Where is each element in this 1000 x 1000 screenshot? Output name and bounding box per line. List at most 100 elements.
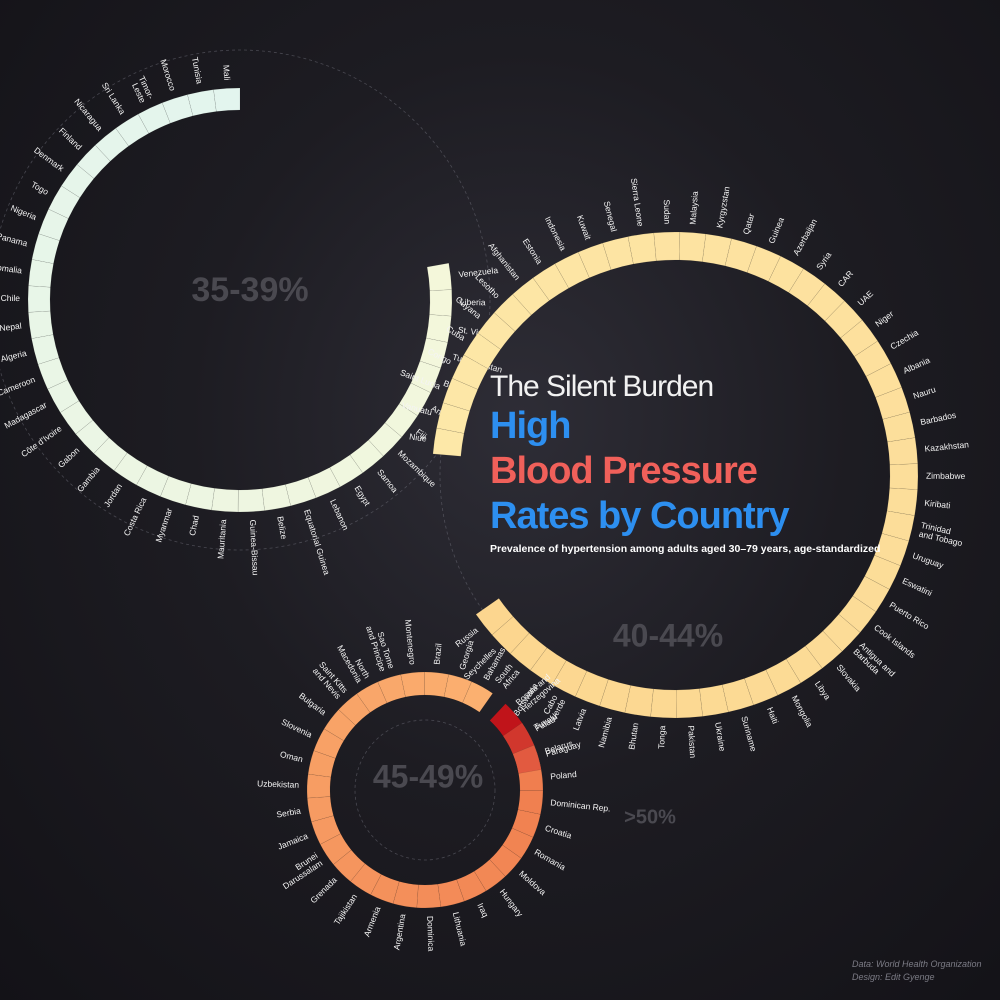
country-label: Haiti [765,706,781,726]
country-segment [650,688,677,719]
country-segment [306,773,332,799]
title-line-3: Rates by Country [490,495,790,537]
credits: Data: World Health Organization Design: … [852,958,982,984]
country-segment [721,678,754,713]
country-segment [807,283,845,322]
country-segment [319,833,352,865]
title-kicker: The Silent Burden [490,370,714,403]
country-label: Brazil [432,643,444,665]
country-segment [493,293,532,332]
country-segment [392,881,419,908]
country-label: Namibia [596,716,614,749]
country-segment [653,231,681,262]
country-label: Belize [275,515,289,540]
country-label: Equatorial Guinea [302,508,332,576]
country-segment [285,477,317,507]
country-segment [426,262,453,291]
country-label: Tonga [656,725,667,749]
guide-circle [0,49,491,551]
country-segment [724,238,757,273]
country-segment [785,645,823,684]
country-label: CAR [836,269,855,289]
country-label: Kiribati [924,498,951,511]
country-label: Gambia [75,465,102,494]
country-label: Egypt [352,484,372,508]
country-segment [509,632,548,671]
country-label: Senegal [602,200,619,233]
country-label: Mali [221,65,232,81]
country-label: Jordan [102,482,125,509]
country-segment [574,670,609,707]
country-label: Liberia [460,297,486,307]
country-label: Uruguay [911,551,945,571]
country-segment [136,465,169,497]
country-label: Iraq [475,901,490,919]
country-segment [473,859,506,892]
country-label: Nauru [912,384,937,401]
country-label: Myanmar [154,507,175,544]
country-label: Hungary [498,887,526,919]
country-label: Croatia [544,823,573,841]
country-segment [307,750,336,778]
country-label: Suriname [739,715,759,753]
range-label: >50% [624,806,676,828]
country-label: Mauritania [216,519,229,560]
country-label: Estonia [521,237,545,266]
country-label: Chile [1,293,21,303]
country-segment [679,231,707,263]
country-segment [28,310,54,339]
country-label: Slovakia [834,662,863,693]
range-label: 45-49% [373,758,483,794]
country-label: Bulgaria [297,691,328,718]
country-segment [463,332,501,370]
country-segment [398,382,432,417]
country-segment [437,879,465,908]
country-segment [370,873,400,904]
country-label: Guinea-Bissau [248,519,261,575]
country-segment [356,681,388,713]
country-label: Timor-Leste [128,75,156,105]
country-segment [886,487,918,516]
country-label: Lebanon [328,498,351,532]
country-label: Dominican Rep. [550,798,611,814]
title-line-1: High [490,405,571,447]
country-label: Kyrgyzstan [715,185,732,228]
country-label: Morocco [158,58,178,92]
title-line-2: Blood Pressure [490,450,758,492]
country-segment [599,679,631,714]
country-segment [865,363,902,398]
country-label: Denmark [32,145,66,174]
country-label: Indonesia [543,215,569,253]
country-segment [419,337,449,369]
country-segment [311,815,342,845]
country-segment [76,144,111,179]
country-segment [852,575,890,613]
country-label: Eswatini [901,576,934,598]
country-label: Lithuania [451,911,469,947]
country-segment [424,671,449,698]
country-label: Poland [550,769,578,782]
country-label: Jamaica [276,831,309,852]
country-segment [38,208,69,241]
country-segment [529,647,567,685]
country-segment [384,403,418,438]
country-label: Ukraine [713,722,728,753]
range-label: 40-44% [613,617,723,653]
country-label: Afghanistan [486,241,522,282]
country-segment [517,790,544,815]
country-segment [804,630,843,669]
country-segment [875,386,911,420]
country-label: Nepal [0,321,22,334]
country-segment [551,660,588,697]
country-label: Chad [187,514,201,536]
country-label: Montenegro [403,619,418,665]
country-segment [161,94,194,124]
credit-data: Data: World Health Organization [852,959,982,969]
country-label: Costa Rica [122,496,149,538]
country-label: Niue [409,432,428,444]
country-label: Tunisia [190,56,205,85]
country-segment [442,377,479,412]
country-label: Antigua andBarbuda [851,640,897,685]
country-label: Samoa [375,467,400,494]
